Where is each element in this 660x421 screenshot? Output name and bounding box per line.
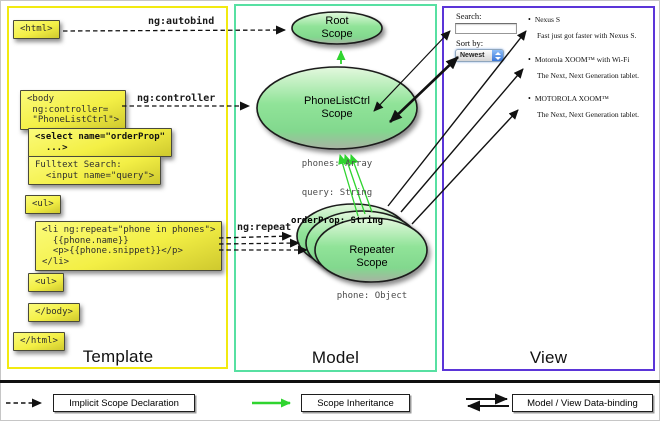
sort-dropdown[interactable]: Newest [455,49,504,62]
phonelistctrl-scope-title: PhoneListCtrl Scope [303,95,371,120]
view-panel-title: View [529,348,568,367]
legend-separator-line [0,380,660,383]
code-html-close-tag: </html> [13,332,65,351]
code-body-close-tag: </body> [28,303,80,322]
phone-item-title: •Nexus S [528,15,654,24]
code-li-repeat-tag: <li ng:repeat="phone in phones"> {{phone… [35,221,223,271]
phone-list-item: •Motorola XOOM™ with Wi-Fi The Next, Nex… [528,55,654,80]
code-body-open-tag: <body ng:controller= "PhoneListCtrl"> [20,90,127,130]
phone-item-snippet: Fast just got faster with Nexus S. [537,31,637,40]
phone-list-item: •Nexus S Fast just got faster with Nexus… [528,15,654,40]
bullet-icon: • [528,94,531,103]
code-select-tag: <select name="orderProp" ...> [28,128,173,157]
prop-phones: phones: Array [301,159,373,169]
template-panel-title: Template [82,347,154,366]
prop-orderprop: orderProp: String [290,216,384,226]
model-panel-title: Model [311,348,360,367]
repeater-scope-title: Repeater Scope [349,244,395,269]
code-ul-open-tag: <ul> [25,195,61,214]
phone-item-name: Nexus S [534,15,561,24]
code-fulltext-search: Fulltext Search: <input name="query"> [28,156,162,185]
root-scope-label: Root Scope [321,15,353,40]
code-html-open-tag: <html> [13,20,60,39]
phone-item-title: •Motorola XOOM™ with Wi-Fi [528,55,654,64]
ng-repeat-label: ng:repeat [237,222,292,233]
bullet-icon: • [528,15,531,24]
phone-item-snippet: The Next, Next Generation tablet. [537,71,640,80]
phone-item-snippet: The Next, Next Generation tablet. [537,110,640,119]
legend-implicit-scope-declaration: Implicit Scope Declaration [53,394,195,412]
phone-list-item: •MOTOROLA XOOM™ The Next, Next Generatio… [528,94,654,119]
legend-model-view-databinding: Model / View Data-binding [512,394,653,412]
code-ul-close-tag: <ul> [28,273,64,292]
phone-item-name: MOTOROLA XOOM™ [534,94,609,103]
phone-item-title: •MOTOROLA XOOM™ [528,94,654,103]
repeater-scope-label: Repeater Scope phone: Object [316,226,428,320]
phone-item-name: Motorola XOOM™ with Wi-Fi [534,55,630,64]
search-label: Search: [456,11,482,21]
ng-controller-label: ng:controller [137,93,216,104]
sort-by-label: Sort by: [456,38,484,48]
dropdown-stepper-icon [492,50,503,61]
bullet-icon: • [528,55,531,64]
ng-autobind-label: ng:autobind [148,16,215,27]
prop-query: query: String [301,187,373,198]
prop-phone: phone: Object [336,291,408,301]
legend-scope-inheritance: Scope Inheritance [301,394,410,412]
search-input[interactable] [455,23,517,34]
sort-dropdown-value: Newest [460,52,485,59]
